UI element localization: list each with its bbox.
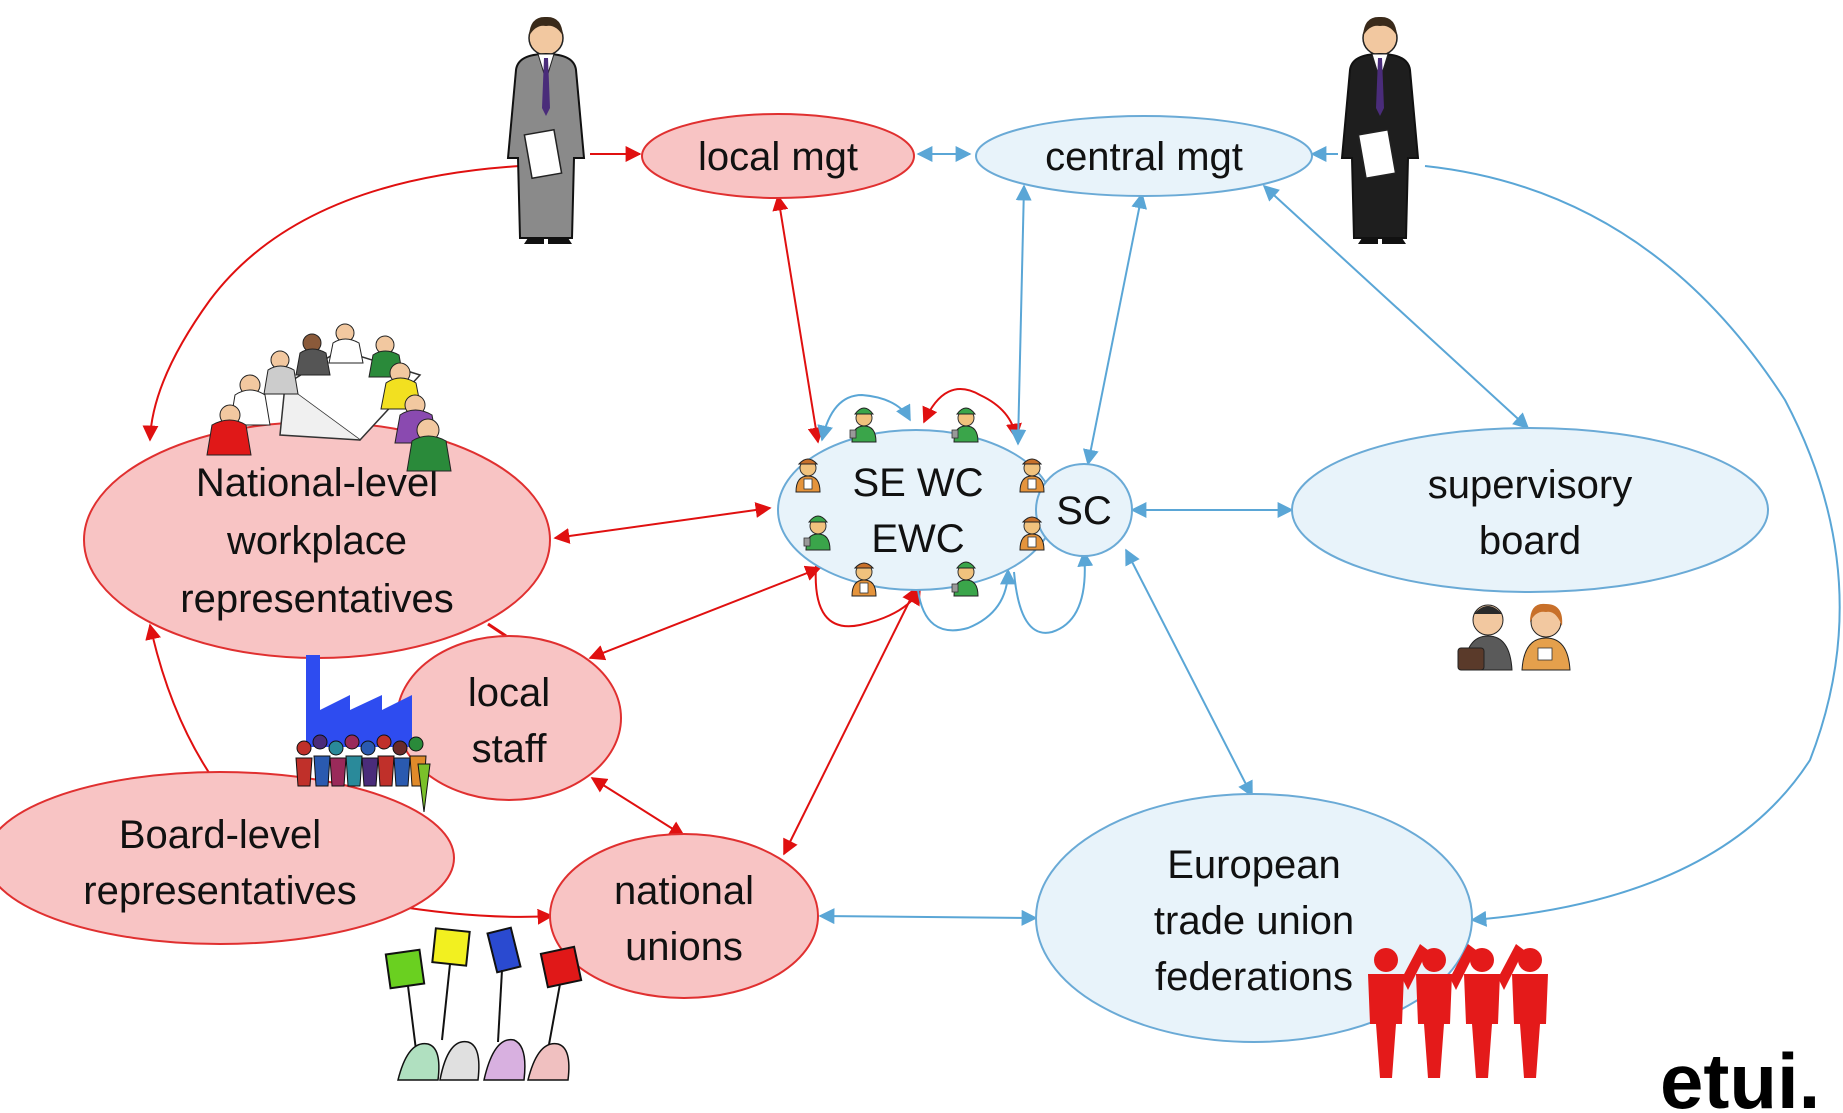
national-reps-label-2: workplace: [226, 519, 407, 563]
node-board-level: Board-level representatives: [0, 771, 455, 945]
node-local-staff: local staff: [396, 635, 622, 801]
node-se-wc: SE WC EWC: [777, 429, 1055, 591]
se-wc-label-1: SE WC: [852, 461, 983, 505]
edge-local-staff-sewc: [588, 565, 822, 661]
loop-sewc-top-red: [922, 388, 1022, 440]
loop-sc-bottom-blue: [1013, 550, 1094, 634]
edge-sc-etuf: [1125, 548, 1253, 798]
national-unions-label-2: unions: [625, 925, 743, 969]
edge-central-mgt-supervisory: [1262, 184, 1530, 430]
node-central-mgt: central mgt: [975, 115, 1313, 197]
national-reps-label-1: National-level: [196, 461, 438, 505]
board-members-icon: [1457, 603, 1571, 671]
blue-relations: [817, 146, 1841, 927]
node-etuf: European trade union federations: [1035, 793, 1473, 1043]
edge-local-staff-national-unions: [590, 777, 686, 837]
national-reps-label-3: representatives: [180, 577, 453, 621]
etui-union-figures-icon: [1368, 944, 1548, 1078]
edge-national-unions-etuf: [818, 908, 1038, 926]
national-unions-label-1: national: [614, 869, 754, 913]
node-supervisory-board: supervisory board: [1291, 427, 1769, 593]
loop-sewc-bottom-red: [814, 565, 921, 628]
sc-label: SC: [1056, 489, 1112, 533]
meeting-table-icon: [206, 323, 452, 472]
edge-national-reps-sewc: [553, 502, 772, 544]
edge-central-manager-etuf: [1424, 165, 1841, 927]
worker-figure-icon: [849, 407, 877, 443]
edge-national-unions-sewc: [783, 586, 917, 856]
worker-figure-icon: [951, 407, 979, 443]
manager-figure-icon: [507, 15, 585, 246]
loop-sewc-top-blue: [817, 393, 911, 442]
node-local-mgt: local mgt: [641, 113, 915, 199]
node-national-reps: National-level workplace representatives: [83, 421, 551, 659]
factory-icon: [306, 655, 412, 747]
supervisory-label-1: supervisory: [1428, 463, 1633, 507]
local-staff-label-1: local: [468, 671, 550, 715]
node-sc: SC: [1035, 463, 1133, 557]
local-mgt-label: local mgt: [698, 135, 858, 179]
supervisory-label-2: board: [1479, 519, 1581, 563]
local-staff-label-2: staff: [472, 727, 548, 771]
se-wc-label-2: EWC: [871, 517, 964, 561]
workers-crowd-icon: [295, 734, 431, 813]
etui-logo: etui.: [1660, 1037, 1820, 1113]
edge-central-mgt-sc: [1082, 192, 1148, 466]
edge-local-mgt-sewc: [772, 194, 824, 444]
etuf-label-1: European: [1167, 843, 1340, 887]
protest-signs-icon: [384, 926, 583, 1081]
central-mgt-label: central mgt: [1045, 135, 1243, 179]
manager-figure-icon: [1341, 15, 1419, 246]
etuf-label-2: trade union: [1154, 899, 1354, 943]
etuf-label-3: federations: [1155, 955, 1353, 999]
board-level-label-1: Board-level: [119, 813, 321, 857]
node-national-unions: national unions: [549, 833, 819, 999]
loop-sewc-bottom-blue: [917, 568, 1016, 632]
edge-manager-national-reps: [142, 165, 521, 442]
edge-national-reps-local-staff: [487, 622, 507, 638]
edge-central-mgt-sewc: [1010, 184, 1032, 446]
board-level-label-2: representatives: [83, 869, 356, 913]
